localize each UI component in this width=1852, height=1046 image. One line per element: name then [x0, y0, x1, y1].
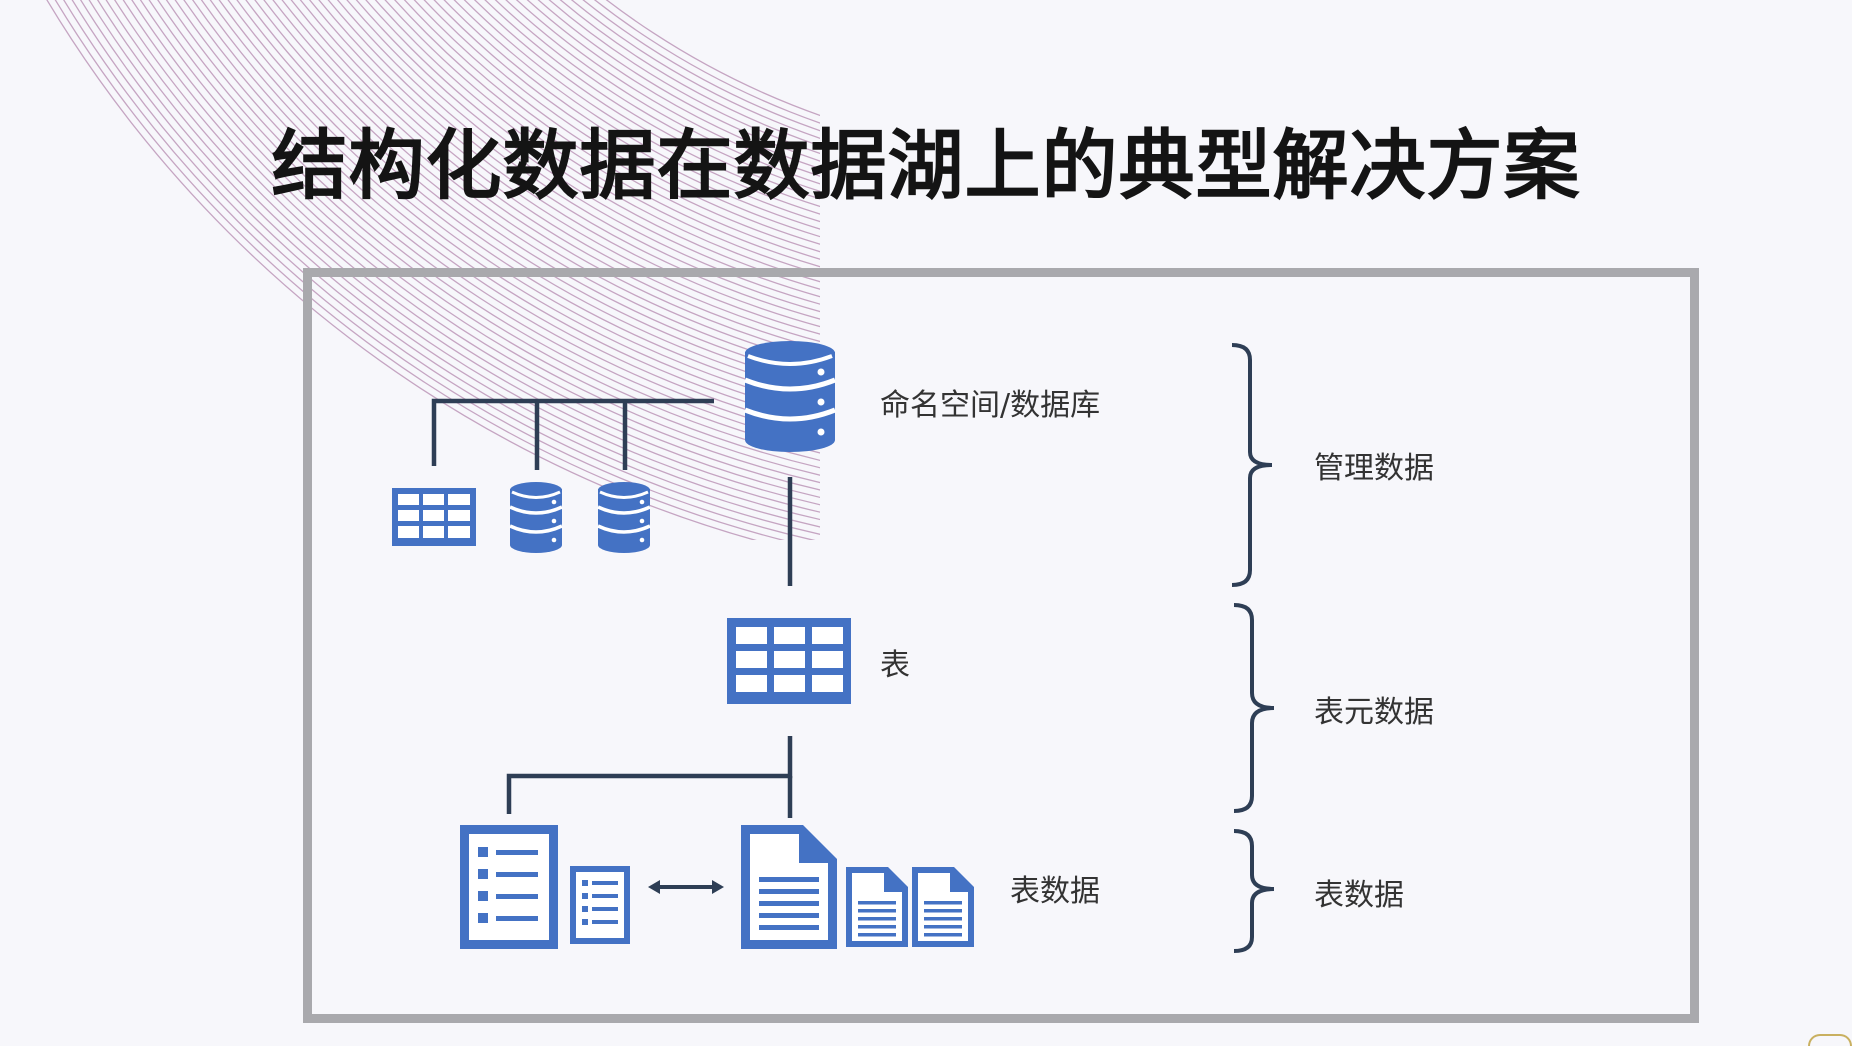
brace-management-data: [1231, 343, 1273, 587]
brace-table-data: [1233, 829, 1275, 953]
list-file-icon: [460, 825, 558, 949]
group-label-management-data: 管理数据: [1314, 451, 1434, 486]
namespace-database-label: 命名空间/数据库: [880, 388, 1101, 423]
connector-table-data: [506, 736, 793, 814]
group-label-table-data: 表数据: [1314, 878, 1404, 913]
table-icon: [392, 488, 476, 546]
double-arrow-icon: [648, 880, 724, 894]
document-icon: [912, 867, 974, 947]
document-icon: [846, 867, 908, 947]
connector-lines: [431, 398, 793, 818]
connector-namespace-children: [431, 398, 714, 466]
brace-table-metadata: [1233, 603, 1275, 813]
diagram-frame: [303, 268, 1699, 1023]
table-icon: [727, 618, 851, 704]
corner-decoration: [1808, 1034, 1852, 1046]
list-file-icon: [570, 866, 630, 944]
database-icon: [508, 480, 564, 555]
table-label: 表: [880, 648, 910, 683]
database-icon: [596, 480, 652, 555]
group-label-table-metadata: 表元数据: [1314, 695, 1434, 730]
database-icon: [745, 341, 835, 452]
document-icon: [741, 825, 837, 949]
brace-group-lines: [1231, 343, 1275, 953]
slide-title: 结构化数据在数据湖上的典型解决方案: [271, 121, 1581, 210]
table-data-label: 表数据: [1010, 874, 1100, 909]
